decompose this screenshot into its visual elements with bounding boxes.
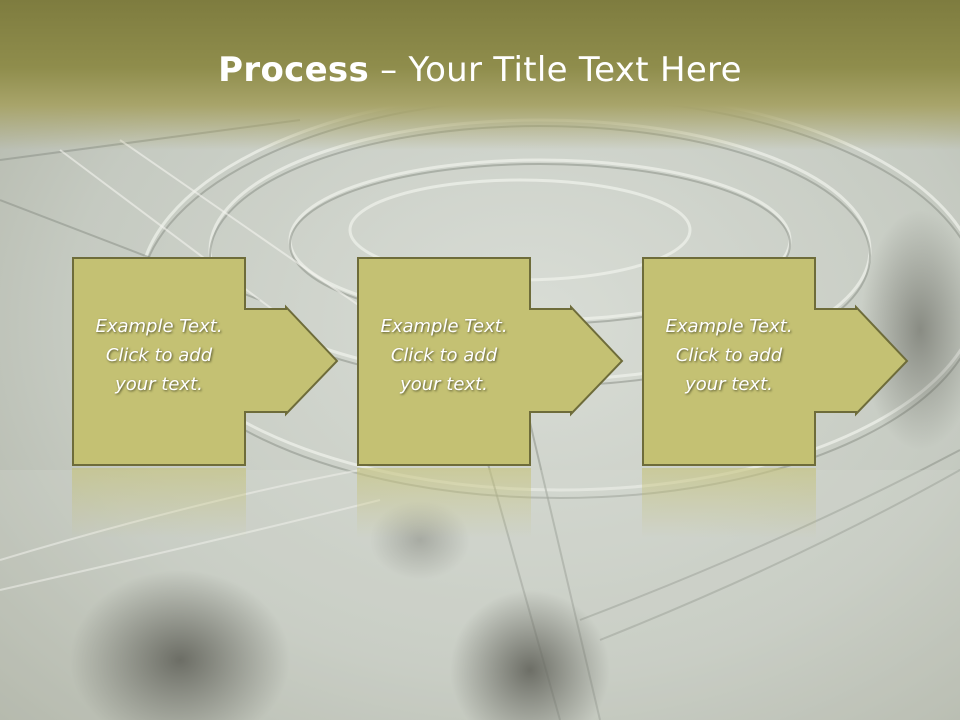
- step-3-reflection: [642, 468, 816, 538]
- step-3-line-3: your text.: [685, 374, 773, 395]
- process-step-2[interactable]: Example Text. Click to add your text.: [357, 257, 627, 467]
- title-bold: Process: [218, 50, 370, 90]
- step-1-text: Example Text. Click to add your text.: [72, 312, 246, 399]
- step-3-text: Example Text. Click to add your text.: [642, 312, 816, 399]
- step-2-arrow-shape: [357, 257, 624, 466]
- step-2-line-2: Click to add: [390, 345, 498, 366]
- step-1-reflection: [72, 468, 246, 538]
- title-band: [0, 0, 960, 150]
- step-3-arrow-shape: [642, 257, 909, 466]
- slide-title[interactable]: Process – Your Title Text Here: [0, 50, 960, 90]
- step-1-line-3: your text.: [115, 374, 203, 395]
- step-3-line-1: Example Text.: [665, 316, 793, 337]
- title-rest: – Your Title Text Here: [369, 50, 742, 90]
- step-2-reflection: [357, 468, 531, 538]
- step-3-line-2: Click to add: [675, 345, 783, 366]
- process-step-1[interactable]: Example Text. Click to add your text.: [72, 257, 342, 467]
- step-1-arrow-shape: [72, 257, 339, 466]
- step-1-line-1: Example Text.: [95, 316, 223, 337]
- step-1-line-2: Click to add: [105, 345, 213, 366]
- step-2-text: Example Text. Click to add your text.: [357, 312, 531, 399]
- process-step-3[interactable]: Example Text. Click to add your text.: [642, 257, 912, 467]
- step-2-line-3: your text.: [400, 374, 488, 395]
- step-2-line-1: Example Text.: [380, 316, 508, 337]
